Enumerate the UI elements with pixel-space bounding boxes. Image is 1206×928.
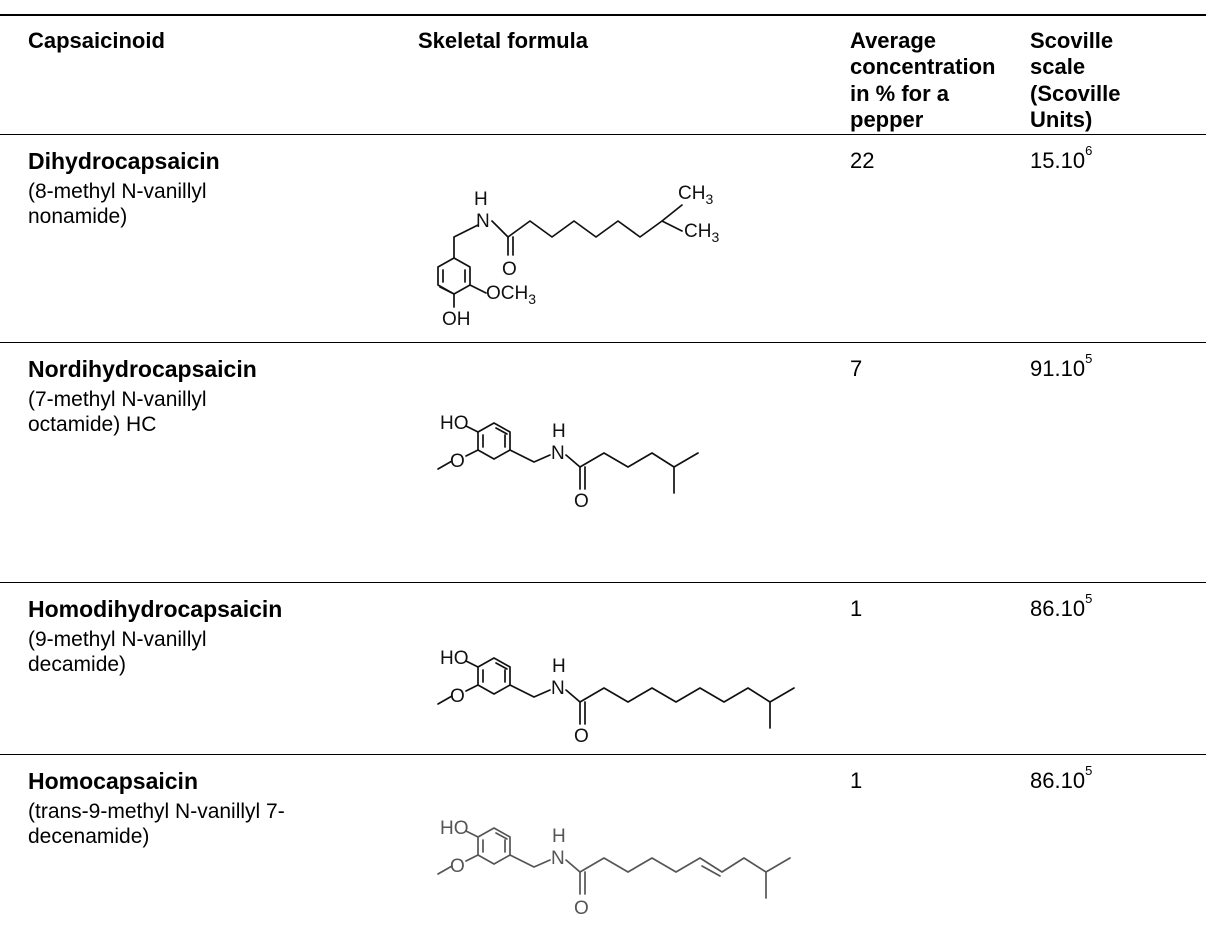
scoville-base: 15.10 [1030,148,1086,173]
structure-label: N [476,211,490,232]
capsaicinoid-name: Nordihydrocapsaicin [28,356,257,382]
row-1-bottom-rule [0,342,1206,343]
structure-label: H [474,189,488,210]
concentration-value: 7 [850,356,863,381]
scoville-base: 86.10 [1030,768,1086,793]
scoville-exponent: 5 [1085,763,1093,778]
table-row-name-cell: Nordihydrocapsaicin (7-methyl N-vanillyl… [28,356,358,437]
structure-label: H [552,421,566,442]
structure-label: O [574,726,589,747]
nordihydrocapsaicin-structure: HO O H N O [437,413,699,512]
header-capsaicinoid: Capsaicinoid [28,28,165,53]
structure-label: HO [440,413,469,434]
row-3-bottom-rule [0,754,1206,755]
structure-label: HO [440,648,469,669]
row-2-bottom-rule [0,582,1206,583]
structure-label: OH [442,309,471,330]
structure-label: O [450,856,465,877]
chemical-name: (trans-9-methyl N-vanillyl 7-decenamide) [28,799,285,848]
scoville-value: 91.105 [1030,351,1092,382]
homocapsaicin-structure: HO O H N O [437,818,791,919]
capsaicinoid-name: Dihydrocapsaicin [28,148,220,174]
table-row-name-cell: Dihydrocapsaicin (8-methyl N-vanillyl no… [28,148,358,229]
chemical-name: (9-methyl N-vanillyl decamide) [28,627,207,676]
scoville-exponent: 5 [1085,351,1093,366]
capsaicinoid-name: Homocapsaicin [28,768,198,794]
scoville-exponent: 5 [1085,591,1093,606]
structure-label: N [551,443,565,464]
dihydrocapsaicin-structure: H N O CH3 CH3 OCH3 OH [437,183,719,330]
structure-label: H [552,656,566,677]
structure-label: O [574,898,589,919]
structure-label: O [450,686,465,707]
structure-label: H [552,826,566,847]
concentration-value: 1 [850,768,863,793]
structure-label: CH3 [684,221,719,245]
chemical-name: (7-methyl N-vanillyl octamide) HC [28,387,207,436]
capsaicinoid-name: Homodihydrocapsaicin [28,596,283,622]
structure-label: OCH3 [486,283,536,307]
table-row-name-cell: Homodihydrocapsaicin (9-methyl N-vanilly… [28,596,358,677]
structure-label: HO [440,818,469,839]
scoville-base: 86.10 [1030,596,1086,621]
structure-label: CH3 [678,183,713,207]
table-top-rule [0,14,1206,16]
scoville-value: 86.105 [1030,763,1092,794]
structure-label: N [551,678,565,699]
scoville-exponent: 6 [1085,143,1093,158]
scoville-base: 91.10 [1030,356,1086,381]
structure-label: O [574,491,589,512]
scoville-value: 86.105 [1030,591,1092,622]
structure-label: O [502,259,517,280]
chemical-name: (8-methyl N-vanillyl nonamide) [28,179,207,228]
header-average-concentration: Average concentration in % for a pepper [850,28,996,133]
structure-label: N [551,848,565,869]
header-bottom-rule [0,134,1206,135]
concentration-value: 22 [850,148,875,173]
header-skeletal-formula: Skeletal formula [418,28,588,53]
table-row-name-cell: Homocapsaicin (trans-9-methyl N-vanillyl… [28,768,358,849]
concentration-value: 1 [850,596,863,621]
structure-label: O [450,451,465,472]
header-scoville-scale: Scoville scale (Scoville Units) [1030,28,1121,133]
homodihydrocapsaicin-structure: HO O H N O [437,648,795,747]
scoville-value: 15.106 [1030,143,1092,174]
